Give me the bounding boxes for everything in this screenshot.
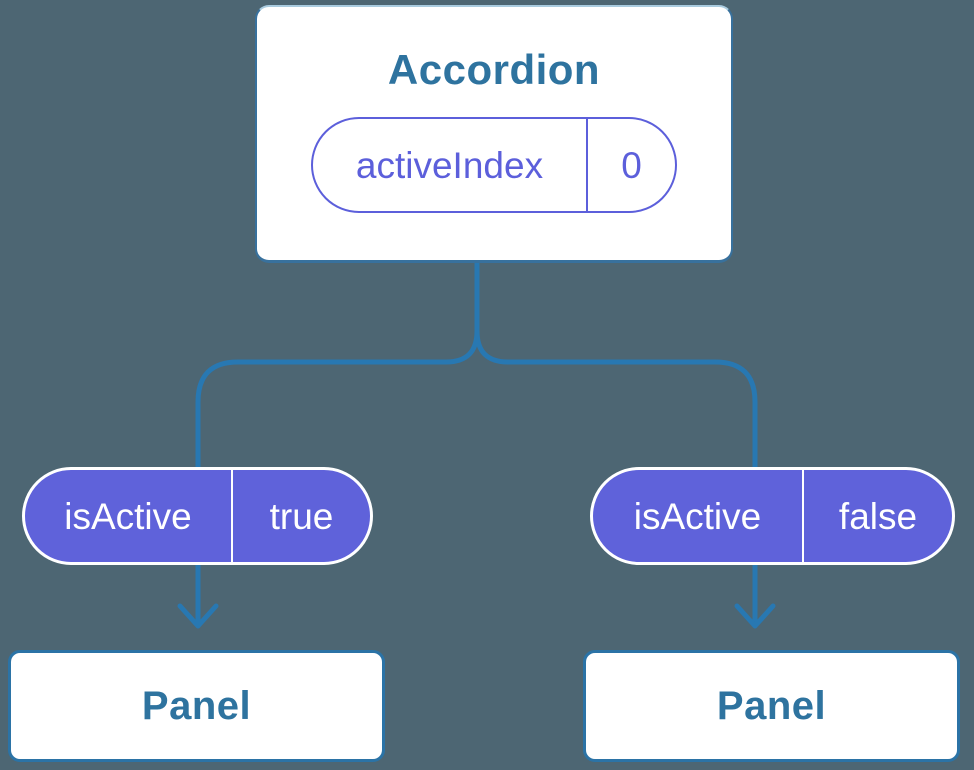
prop-pill-value: false — [802, 470, 952, 562]
state-pill-name: activeIndex — [355, 144, 544, 186]
prop-pill-isactive-true: isActive true — [22, 467, 373, 565]
prop-pill-name: isActive — [64, 495, 192, 537]
panel-node-left: Panel — [8, 650, 385, 762]
state-pill-value: 0 — [586, 119, 675, 212]
prop-pill-name: isActive — [633, 495, 762, 537]
accordion-title: Accordion — [387, 46, 601, 93]
panel-node-right: Panel — [583, 650, 960, 762]
connector-left-branch — [195, 259, 480, 627]
panel-title: Panel — [716, 684, 827, 728]
panel-title: Panel — [141, 684, 252, 728]
arrowhead-left — [177, 603, 219, 629]
connector-right-branch — [474, 259, 758, 627]
prop-pill-value: true — [231, 470, 370, 562]
accordion-node: Accordion activeIndex 0 — [255, 5, 733, 263]
prop-pill-isactive-false: isActive false — [590, 467, 955, 565]
state-pill-activeindex: activeIndex 0 — [311, 117, 677, 214]
arrowhead-right — [734, 603, 776, 629]
